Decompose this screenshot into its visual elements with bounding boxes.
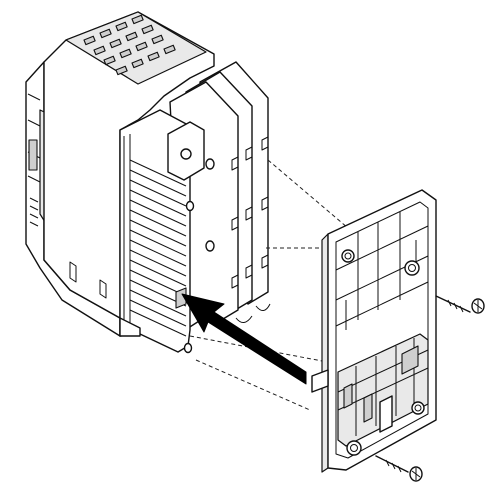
screw-bottom — [375, 455, 423, 482]
upper-hole-right — [404, 260, 420, 276]
attach-direction-arrow — [181, 293, 307, 385]
top-vent-grille — [65, 11, 207, 85]
mounting-plate — [311, 189, 437, 473]
lower-hole — [346, 440, 362, 456]
screw-top — [435, 295, 485, 314]
plate-tab — [311, 369, 329, 393]
alignment-guides — [189, 159, 349, 411]
upper-hole-left — [341, 249, 355, 263]
inverter-body — [25, 11, 271, 354]
latch-mechanism — [337, 333, 429, 447]
